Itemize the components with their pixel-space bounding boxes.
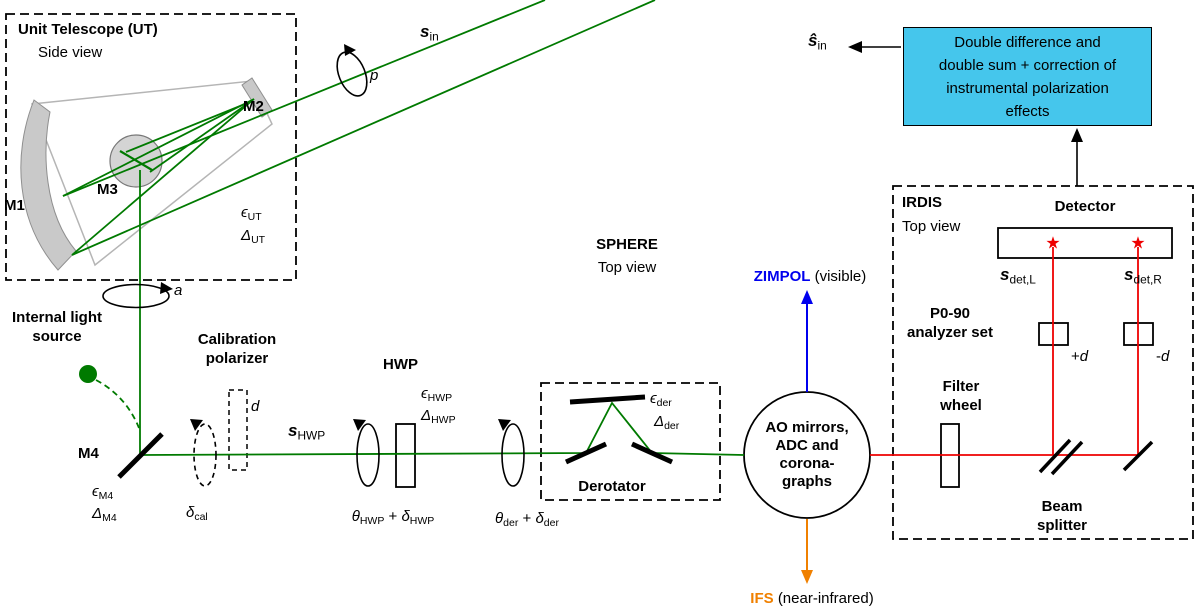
p-rotation-label: p [370, 67, 379, 84]
m2-mirror [241, 77, 273, 118]
beamsplitter-line-1 [1038, 438, 1072, 474]
rotation-p-arrowhead [344, 44, 356, 56]
m4-mirror [117, 432, 164, 479]
sphere-title: SPHERE [596, 236, 658, 253]
light-source-dot [79, 365, 97, 383]
zimpol-label: ZIMPOL (visible) [754, 267, 867, 286]
rotation-hwp-arrowhead [353, 419, 366, 431]
theta-hwp-label: θHWP + δHWP [351, 508, 435, 527]
eps-der-label: ϵder [650, 390, 672, 409]
s-hat-in-label: ŝin [808, 31, 827, 53]
processing-to-sin-arrowhead [848, 41, 862, 53]
s-in-label: sin [420, 22, 439, 44]
hwp-label: HWP [383, 356, 418, 373]
ut-box [5, 13, 297, 281]
rotation-der-arrowhead [498, 419, 511, 431]
ray-m2-m3-upper [125, 101, 251, 153]
beam-main-green [139, 401, 745, 456]
m3-label: M3 [97, 181, 118, 198]
rotation-cal [193, 423, 217, 487]
delta-hwp-label: ΔHWP [421, 407, 456, 426]
ao-label: AO mirrors, ADC and corona- graphs [765, 419, 849, 490]
ut-title: Unit Telescope (UT) [18, 21, 158, 38]
processing-box: Double difference and double sum + corre… [903, 27, 1152, 126]
hwp-plate [395, 423, 416, 488]
beam-splitter-label: Beam splitter [1036, 498, 1088, 534]
derotator-mirror-right [630, 441, 674, 465]
light-source-label: Internal light source [12, 309, 102, 345]
ifs-type: (near-infrared) [773, 590, 874, 607]
zimpol-type: (visible) [810, 268, 867, 285]
m1-label: M1 [4, 197, 25, 214]
detector-star-right-icon: ★ [1130, 233, 1146, 253]
m4-label: M4 [78, 445, 99, 462]
telescope-tube [30, 80, 273, 267]
detector-plate [997, 227, 1173, 259]
ray-m2-m3-lower [149, 101, 251, 173]
derotator-mirror-top [569, 394, 646, 405]
derotator-box [540, 382, 721, 501]
derotator-label: Derotator [578, 478, 646, 495]
detector-star-left-icon: ★ [1045, 233, 1061, 253]
s-det-r-label: sdet,R [1124, 265, 1162, 287]
ray-m1-m2-upper [62, 98, 255, 197]
rotation-p [336, 51, 368, 97]
irdis-title: IRDIS [902, 194, 943, 211]
rotation-hwp [356, 423, 380, 487]
a-rotation-label: a [174, 282, 183, 299]
ifs-name: IFS [750, 590, 774, 607]
theta-der-label: θder + δder [495, 510, 559, 529]
cal-polarizer-label: Calibration polarizer [197, 331, 277, 367]
plus-d-label: +d [1071, 348, 1089, 365]
ifs-label: IFS (near-infrared) [750, 589, 873, 608]
irdis-box [892, 185, 1194, 540]
detector-label: Detector [1054, 198, 1116, 215]
light-source-beam [95, 379, 140, 429]
cal-polarizer-plate [228, 389, 248, 471]
delta-cal-label: δcal [186, 504, 208, 523]
s-hwp-label: sHWP [288, 421, 326, 443]
incoming-ray-2 [71, 0, 656, 256]
derotator-mirror-left [564, 441, 608, 465]
delta-m4-label: ΔM4 [92, 505, 117, 524]
d-label: d [251, 398, 260, 415]
zimpol-arrowhead [801, 290, 813, 304]
incoming-ray-1 [62, 0, 546, 197]
delta-ut-label: ΔUT [241, 227, 266, 246]
ray-m1-m2-lower [71, 98, 255, 256]
m1-mirror [20, 99, 77, 271]
sphere-view-label: Top view [597, 259, 657, 276]
eps-m4-label: ϵM4 [92, 483, 114, 502]
eps-ut-label: ϵUT [241, 204, 262, 223]
analyzer-set-label: P0-90 analyzer set [907, 305, 993, 341]
rotation-a [102, 283, 170, 309]
irdis-view-label: Top view [902, 218, 961, 235]
beamsplitter-line-2 [1050, 440, 1084, 476]
m3-surface [119, 150, 153, 171]
ifs-arrowhead [801, 570, 813, 584]
rotation-cal-arrowhead [190, 419, 203, 431]
rotation-der [501, 423, 525, 487]
irdis-to-processing-arrowhead [1071, 128, 1083, 142]
m2-label: M2 [243, 98, 264, 115]
s-det-l-label: sdet,L [1000, 265, 1036, 287]
delta-der-label: Δder [654, 413, 680, 432]
fold-mirror [1122, 440, 1154, 472]
ut-view-label: Side view [38, 44, 103, 61]
zimpol-name: ZIMPOL [753, 268, 811, 285]
filter-wheel-label: Filter wheel [940, 378, 982, 414]
rotation-a-arrowhead [160, 282, 173, 294]
minus-d-label: -d [1156, 348, 1170, 365]
eps-hwp-label: ϵHWP [421, 385, 453, 404]
